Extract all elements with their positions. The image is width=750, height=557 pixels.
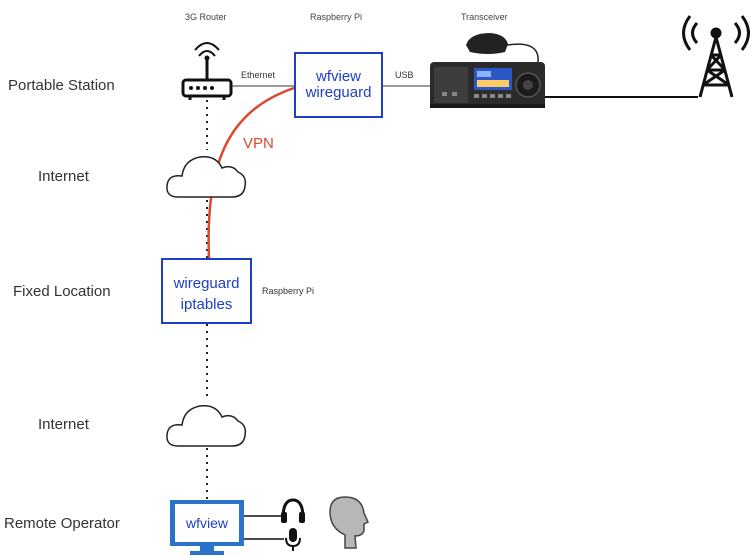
router-icon — [181, 42, 233, 100]
row-label-internet: Internet — [38, 416, 89, 433]
portable-pi-software-wireguard: wireguard — [305, 84, 372, 101]
fixed-raspberry-pi-box: wireguard iptables — [161, 258, 252, 324]
operator-head-icon — [329, 496, 369, 549]
headphones-icon — [281, 498, 305, 523]
row-label-remote-operator: Remote Operator — [4, 515, 120, 532]
monitor-icon — [170, 500, 244, 555]
portable-pi-software-wfview: wfview — [315, 68, 361, 85]
fixed-pi-caption: Raspberry Pi — [262, 286, 315, 296]
row-label-fixed-location: Fixed Location — [13, 283, 111, 300]
usb-label: USB — [395, 70, 414, 80]
internet-cloud-icon — [166, 155, 247, 198]
portable-raspberry-pi-box: wfview wireguard — [294, 52, 383, 118]
fixed-pi-software-wireguard: wireguard — [173, 275, 240, 292]
header-router: 3G Router — [185, 12, 227, 22]
header-transceiver: Transceiver — [461, 12, 508, 22]
fixed-pi-software-iptables: iptables — [180, 296, 233, 313]
row-label-internet: Internet — [38, 168, 89, 185]
vpn-label: VPN — [243, 135, 274, 152]
ethernet-label: Ethernet — [241, 70, 276, 80]
vpn-tunnel — [207, 86, 295, 259]
remote-pc-wfview-label: wfview — [185, 515, 228, 531]
transceiver-icon — [430, 33, 545, 108]
microphone-icon — [285, 528, 301, 551]
internet-cloud-icon — [166, 404, 247, 447]
row-label-portable-station: Portable Station — [8, 77, 115, 94]
header-raspberry-pi: Raspberry Pi — [310, 12, 363, 22]
radio-tower-icon — [682, 15, 750, 98]
